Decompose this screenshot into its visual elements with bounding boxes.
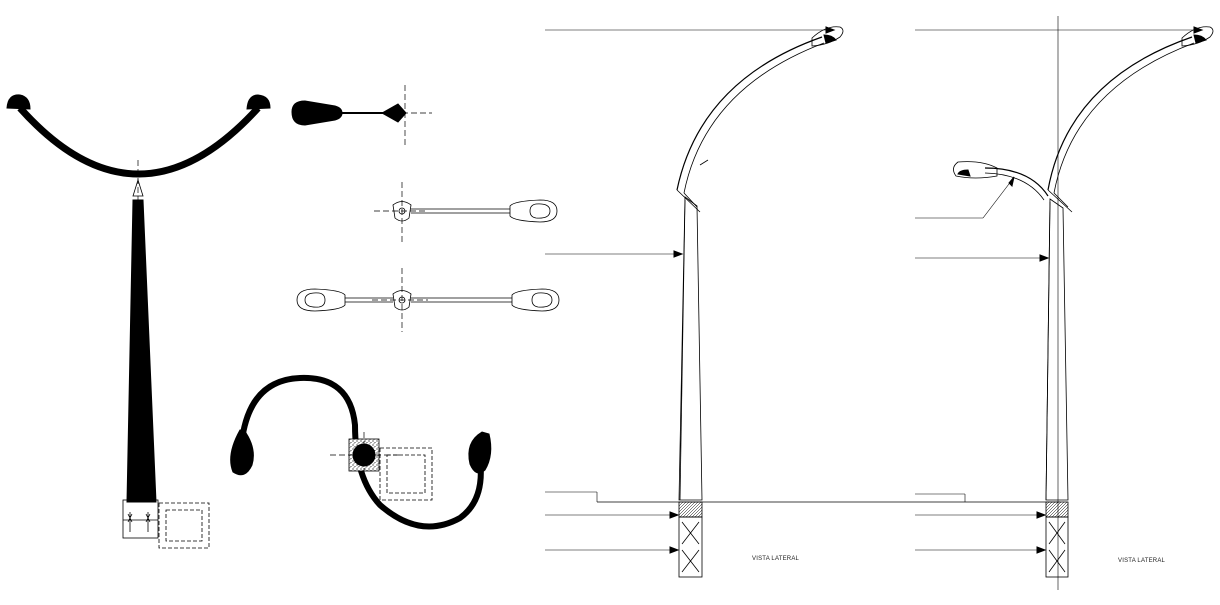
plan-double-arm bbox=[296, 268, 560, 332]
luminaire-head-right bbox=[246, 94, 271, 110]
foundation-dashed-box bbox=[158, 502, 210, 549]
front-view-pole bbox=[6, 94, 271, 549]
curved-arm-main bbox=[1047, 36, 1193, 191]
luminaire-leaf-right bbox=[468, 431, 492, 474]
double-arm-curve bbox=[17, 105, 261, 178]
pole-shaft-solid bbox=[126, 199, 157, 503]
plan-curved-arm bbox=[230, 374, 492, 530]
luminaire-outline-right bbox=[509, 199, 558, 223]
foundation-block bbox=[678, 516, 703, 578]
base-plate-box bbox=[122, 499, 159, 539]
luminaire-head-left bbox=[6, 94, 31, 110]
embed-hatched bbox=[678, 501, 703, 518]
plan-single-arm bbox=[374, 182, 558, 242]
luminaire-outline-left bbox=[296, 288, 346, 312]
luminaire-side-main bbox=[1181, 26, 1214, 47]
luminaire-leaf-left bbox=[230, 429, 254, 476]
luminaire-outline-right bbox=[511, 288, 560, 312]
embed-hatched bbox=[1045, 501, 1069, 518]
foundation-dashed-box bbox=[379, 447, 433, 501]
luminaire-top-silhouette bbox=[291, 100, 343, 126]
plan-single-luminaire bbox=[291, 85, 432, 145]
view-title-lateral-2: VISTA LATERAL bbox=[1118, 558, 1166, 564]
view-title-lateral-1: VISTA LATERAL bbox=[752, 556, 800, 562]
lateral-view-1 bbox=[545, 26, 1060, 578]
curved-arm-secondary bbox=[984, 167, 1049, 197]
luminaire-side bbox=[811, 26, 844, 47]
curved-arm-outer bbox=[676, 36, 823, 191]
lateral-view-2 bbox=[915, 16, 1214, 590]
pole-shaft-outline bbox=[678, 196, 703, 501]
foundation-block bbox=[1045, 516, 1069, 578]
luminaire-side-secondary bbox=[953, 161, 998, 179]
